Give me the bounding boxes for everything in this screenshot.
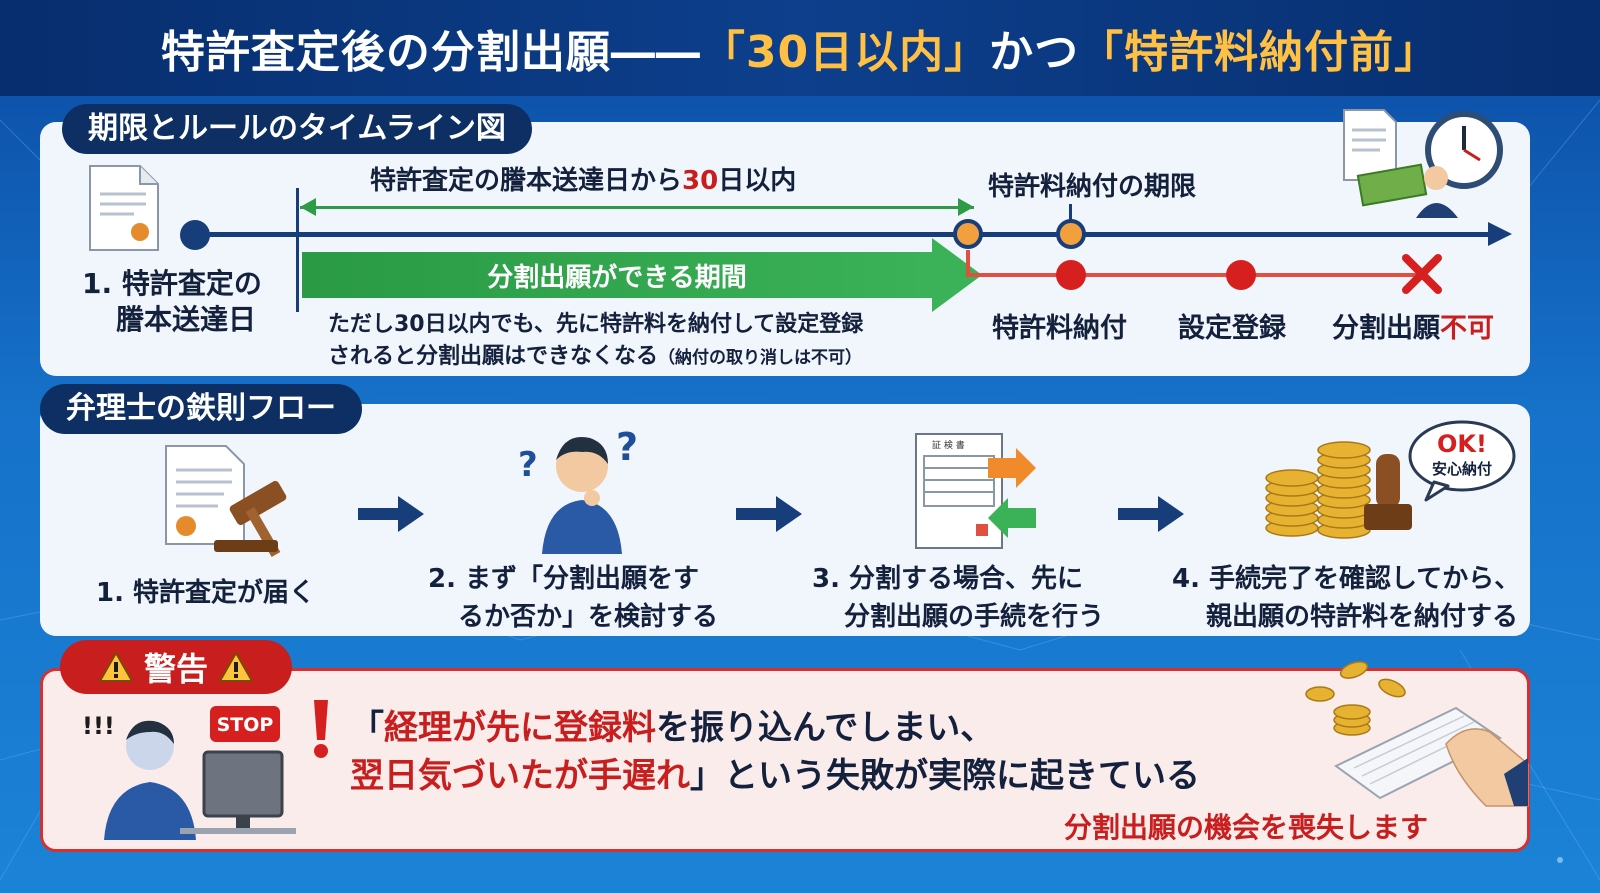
- title-part3: かつ: [989, 27, 1080, 78]
- thinking-person-icon: ? ?: [518, 425, 638, 554]
- alert-exclamation-icon: [314, 700, 328, 758]
- event-registration-label: 設定登録: [1178, 313, 1286, 344]
- payment-deadline-dot: [1056, 219, 1086, 249]
- flow-section-label: 弁理士の鉄則フロー: [40, 384, 362, 434]
- coins-stamp-ok-icon: OK! 安心納付: [1265, 420, 1516, 539]
- event-payment-label: 特許料納付: [992, 313, 1127, 344]
- warning-conclusion: 分割出願の機会を喪失します: [1064, 811, 1429, 844]
- flow-arrow-1: [358, 496, 424, 532]
- deadline-dot: [953, 219, 983, 249]
- flow-step-3: 3. 分割する場合、先に 分割出願の手続を行う: [812, 564, 1105, 632]
- start-label-line1: 1. 特許査定の: [82, 267, 262, 300]
- ok-subtext: 安心納付: [1432, 460, 1492, 478]
- note-line2: されると分割出願はできなくなる（納付の取り消しは不可）: [328, 344, 863, 369]
- event-no-division-label: 分割出願不可: [1332, 313, 1494, 344]
- svg-text:?: ?: [518, 445, 538, 485]
- warning-text-line2: 翌日気づいたが手遅れ」という失敗が実際に起きている: [350, 756, 1200, 796]
- warning-text-line1: 「経理が先に登録料を振り込んでしまい、: [350, 708, 995, 748]
- start-dot: [180, 220, 210, 250]
- ok-text: OK!: [1437, 430, 1487, 458]
- deadline-label: 特許料納付の期限: [988, 172, 1197, 202]
- document-transfer-icon: 証 検 書: [915, 433, 1036, 549]
- flow-step-4: 4. 手続完了を確認してから、 親出願の特許料を納付する: [1172, 564, 1521, 632]
- window-label: 特許査定の謄本送達日から30日以内: [370, 166, 797, 196]
- main-timeline-arrowhead: [1488, 222, 1512, 246]
- window-dimension-right-arrow: [958, 198, 974, 216]
- clock-money-illustration: [1343, 109, 1503, 218]
- timeline-panel: [40, 122, 1530, 376]
- gavel-certificate-icon: [165, 445, 287, 558]
- window-dimension-line: [300, 206, 974, 209]
- title-part4: 「特許料納付前」: [1079, 27, 1440, 78]
- prohibited-x-icon: [1402, 254, 1442, 294]
- window-start-line: [296, 188, 299, 312]
- timeline-section-label: 期限とルールのタイムライン図: [62, 104, 532, 154]
- svg-text:?: ?: [616, 425, 638, 469]
- registration-event-dot: [1226, 260, 1256, 290]
- warning-triangle-icon: [219, 652, 253, 682]
- stressed-person-stop-illustration: !!! STOP: [82, 706, 296, 840]
- warning-label: 警告: [60, 640, 292, 694]
- possible-period-bar: 分割出願ができる期間: [302, 252, 932, 298]
- warning-panel: [40, 668, 1530, 852]
- start-label-line2: 謄本送達日: [116, 303, 257, 336]
- red-path-vertical: [966, 250, 970, 276]
- warning-triangle-icon: [98, 652, 133, 682]
- keyboard-coins-illustration: [1305, 661, 1529, 807]
- note-line1: ただし30日以内でも、先に特許料を納付して設定登録: [328, 312, 864, 337]
- doc-heading: 証 検 書: [932, 439, 965, 451]
- window-dimension-left-arrow: [300, 198, 316, 216]
- title-part1: 特許査定後の分割出願――: [160, 27, 701, 78]
- flow-step-1: 1. 特許査定が届く: [96, 578, 316, 608]
- page-title: 特許査定後の分割出願―― 「30日以内」 かつ 「特許料納付前」: [0, 0, 1600, 96]
- stop-sign: STOP: [217, 714, 274, 736]
- flow-step-2: 2. まず「分割出願をす るか否か」を検討する: [428, 564, 719, 632]
- title-part2: 「30日以内」: [700, 27, 990, 78]
- exclamation-marks: !!!: [82, 712, 115, 740]
- red-path: [966, 273, 1416, 277]
- payment-event-dot: [1056, 260, 1086, 290]
- flow-arrow-2: [736, 496, 802, 532]
- payment-tick: [1069, 204, 1072, 224]
- main-timeline-line: [196, 232, 1496, 237]
- certificate-icon: [89, 165, 159, 251]
- flow-arrow-3: [1118, 496, 1184, 532]
